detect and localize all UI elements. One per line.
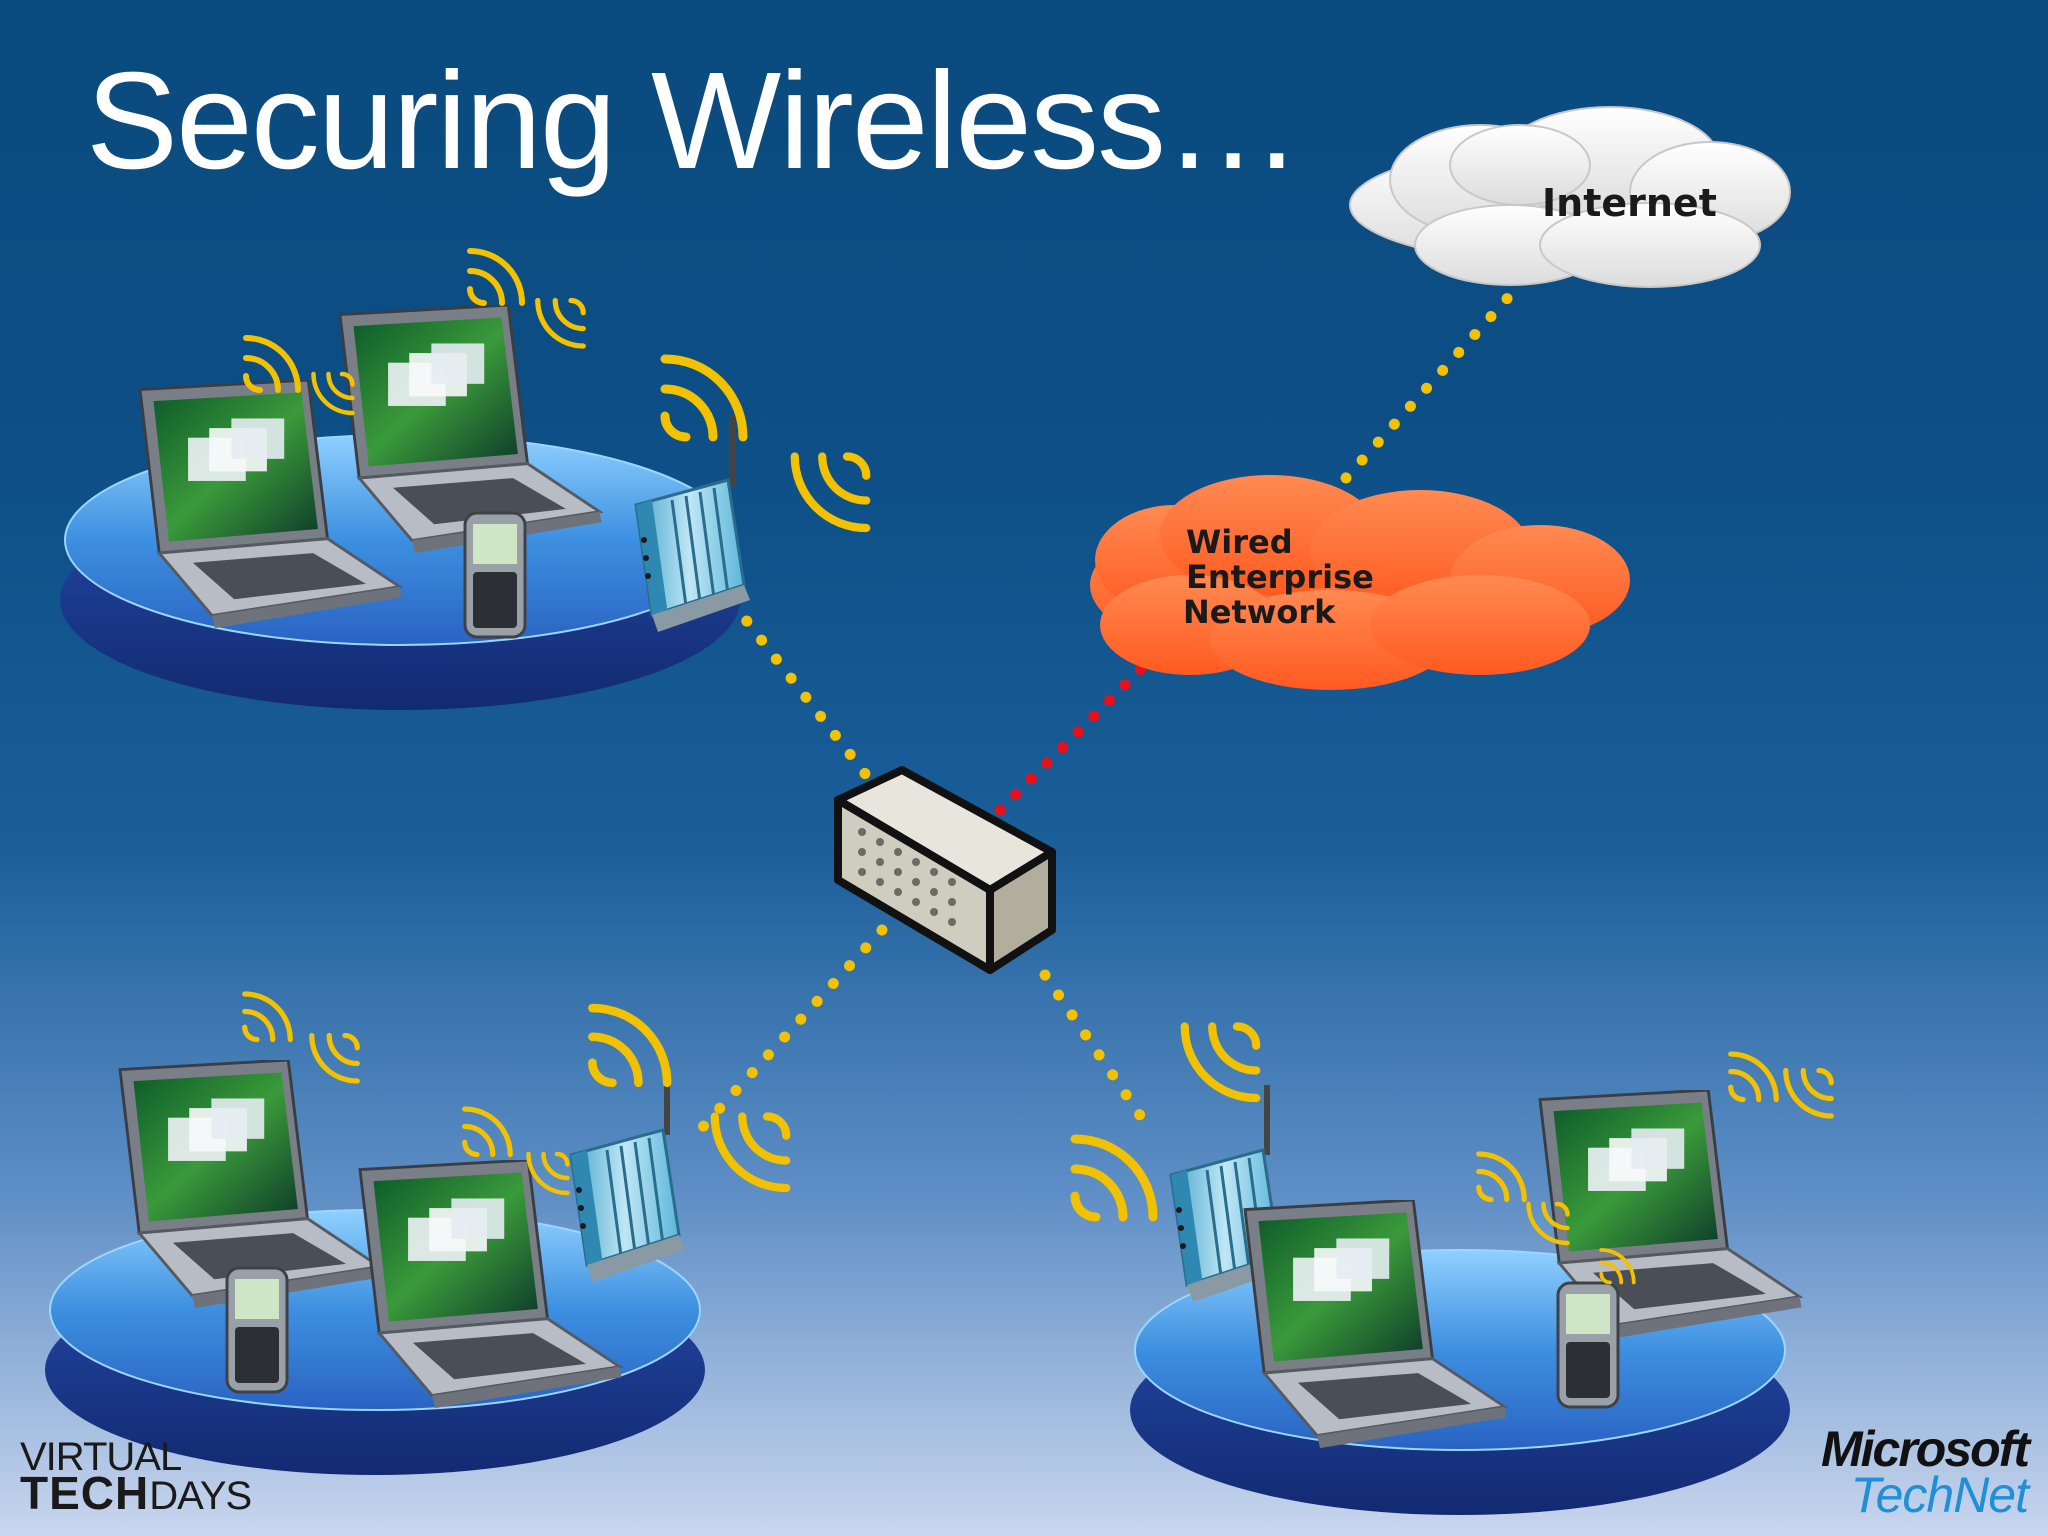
- event-logo-bold: TECH: [20, 1467, 150, 1519]
- wireless-cluster-1: [60, 251, 866, 710]
- product-name: TechNet: [1850, 1467, 2029, 1523]
- wired-label-line1: Wired: [1186, 523, 1293, 561]
- wifi-signal-icon: [1479, 1154, 1525, 1200]
- link-enterprise-internet: [1340, 276, 1528, 484]
- link-switch-ap2: [694, 924, 888, 1136]
- smartphone-icon: [1556, 1281, 1620, 1409]
- event-logo-rest: DAYS: [149, 1474, 252, 1518]
- wifi-signal-icon: [1185, 1027, 1257, 1099]
- slide-title: Securing Wireless…: [86, 44, 1302, 198]
- wifi-signal-icon: [470, 251, 522, 303]
- company-name: Microsoft: [1821, 1421, 2030, 1477]
- event-logo: TECHDAYS: [20, 1467, 252, 1519]
- smartphone-icon: [463, 511, 527, 639]
- wired-label-line2: Enterprise: [1186, 558, 1374, 596]
- wifi-signal-icon: [312, 1036, 358, 1082]
- internet-cloud: Internet: [1349, 106, 1791, 288]
- event-logo-top: VIRTUAL: [20, 1435, 182, 1479]
- wifi-signal-icon: [795, 457, 867, 529]
- wired-enterprise-cloud: Wired Enterprise Network: [1090, 475, 1630, 690]
- wifi-signal-icon: [1731, 1054, 1777, 1100]
- company-logo: Microsoft TechNet: [1821, 1421, 2030, 1523]
- internet-label: Internet: [1542, 181, 1717, 225]
- wireless-cluster-3: [1075, 1027, 1832, 1515]
- wifi-signal-icon: [715, 1117, 787, 1189]
- wifi-signal-icon: [1075, 1139, 1153, 1217]
- wifi-signal-icon: [529, 1154, 568, 1193]
- wifi-signal-icon: [245, 994, 291, 1040]
- link-ap1-switch: [726, 596, 876, 786]
- wireless-access-point-icon: [571, 1065, 685, 1282]
- wireless-cluster-2: [45, 994, 786, 1475]
- smartphone-icon: [225, 1266, 289, 1394]
- link-switch-enterprise: [994, 654, 1156, 816]
- wifi-signal-icon: [1786, 1071, 1832, 1117]
- wifi-signal-icon: [538, 301, 584, 347]
- links: [694, 276, 1528, 1136]
- wifi-signal-icon: [592, 1008, 667, 1083]
- wireless-access-point-icon: [636, 415, 750, 632]
- network-switch-icon: [834, 766, 1056, 974]
- wired-label-line3: Network: [1183, 593, 1336, 631]
- link-switch-ap3: [1039, 969, 1156, 1136]
- wifi-signal-icon: [465, 1109, 511, 1155]
